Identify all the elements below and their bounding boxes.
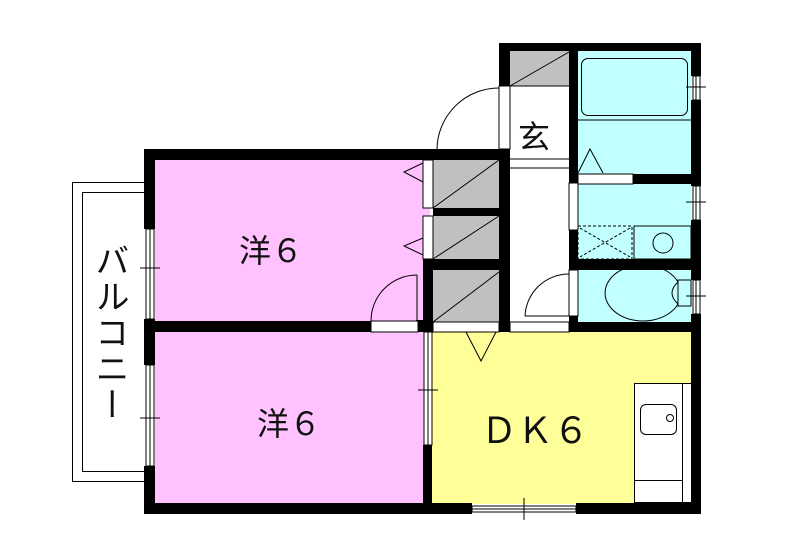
wall-outer-left-bottom xyxy=(144,466,155,514)
closet-1 xyxy=(433,160,499,208)
kitchen-sink[interactable] xyxy=(640,404,677,435)
kitchen-stove-line xyxy=(634,480,683,481)
toilet xyxy=(577,270,691,322)
kitchen-counter-edge xyxy=(682,383,683,503)
western-room-2 xyxy=(155,332,425,504)
closet-2 xyxy=(433,216,499,259)
shoe-closet xyxy=(510,50,569,86)
wall-outer-top-left xyxy=(144,149,509,160)
wall-outer-left-top xyxy=(144,149,155,229)
wall-closet-div-1 xyxy=(433,208,509,216)
wall-entrance-left xyxy=(499,43,510,86)
closet-3 xyxy=(433,270,499,322)
wall-outer-top-right xyxy=(499,43,701,51)
balcony xyxy=(72,182,147,482)
wall-room-divider xyxy=(144,321,371,332)
wall-room2-dk xyxy=(423,445,432,514)
wall-hall-wet-1 xyxy=(569,43,578,183)
balcony-label: バルコニー xyxy=(89,243,129,423)
balcony-inner-frame xyxy=(82,192,147,472)
wall-outer-right-1 xyxy=(691,43,701,76)
wall-outer-right-3 xyxy=(691,220,701,280)
dk-label: ＤＫ６ xyxy=(481,411,590,452)
wall-outer-right-2 xyxy=(691,100,701,186)
wall-outer-left-mid xyxy=(144,319,155,365)
wall-room2-dk-top xyxy=(416,320,433,332)
wall-closet-hall xyxy=(499,149,510,332)
wall-closet-left xyxy=(423,259,433,332)
kitchen-counter xyxy=(634,383,691,503)
wall-outer-right-4 xyxy=(691,314,701,514)
western-room-1-label: 洋６ xyxy=(239,232,304,270)
washroom xyxy=(577,184,691,260)
wall-bath-wash xyxy=(633,174,701,184)
wall-wet-bottom xyxy=(569,322,701,332)
wall-closet-div-2 xyxy=(423,259,509,270)
western-room-2-label: 洋６ xyxy=(257,405,322,443)
wall-hall-wet-2 xyxy=(569,230,578,270)
bathtub[interactable] xyxy=(581,58,688,116)
entrance-label: 玄 xyxy=(518,118,551,156)
wall-outer-bottom-right xyxy=(576,503,701,514)
wall-wash-toilet xyxy=(569,259,701,270)
wall-outer-bottom-left xyxy=(144,503,472,514)
